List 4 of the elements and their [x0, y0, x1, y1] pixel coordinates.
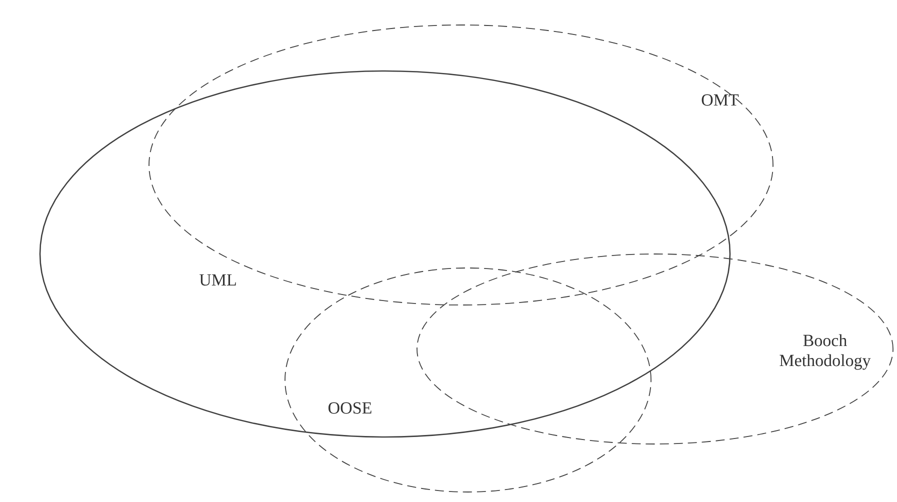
set-label: UML	[199, 274, 236, 286]
set-label: OOSE	[328, 402, 372, 414]
set-label: OMT	[702, 94, 739, 106]
set-label: Booch Methodology	[780, 334, 871, 370]
